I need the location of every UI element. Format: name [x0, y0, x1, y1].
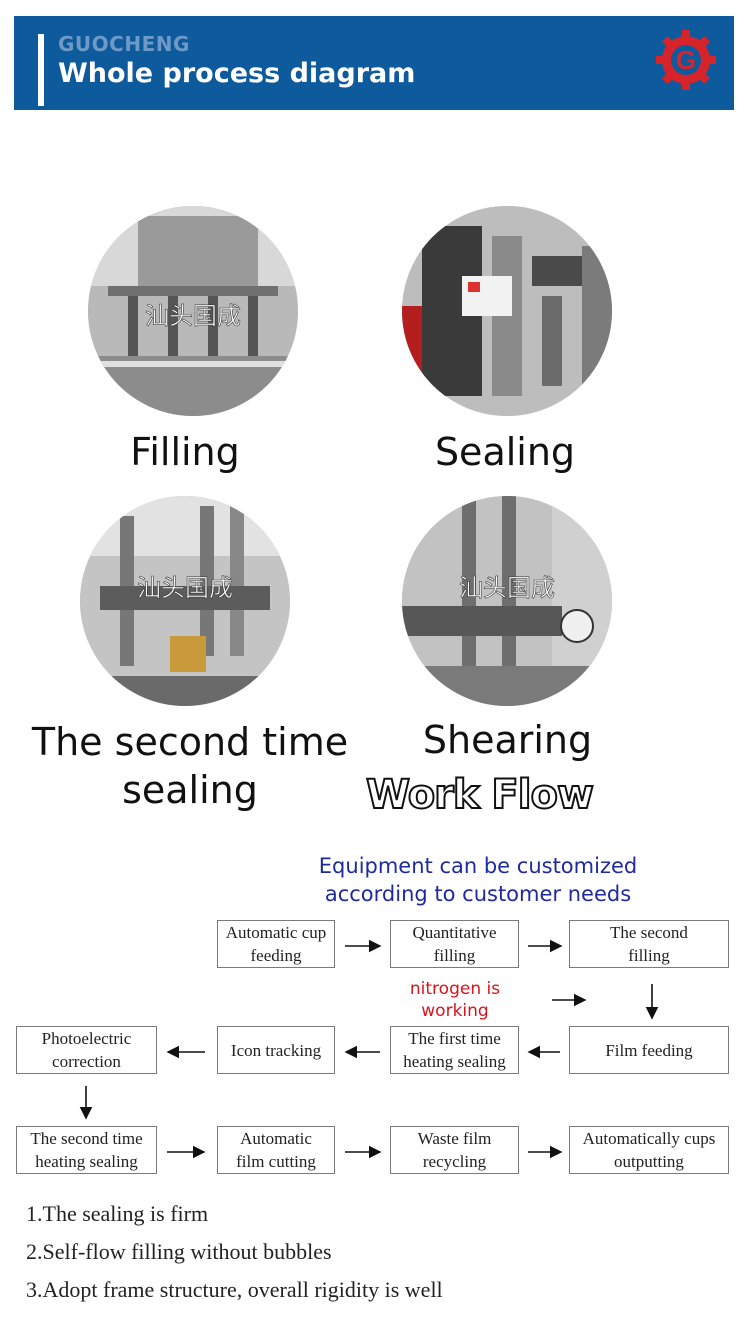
- flow-step-film-feeding: Film feeding: [569, 1026, 729, 1074]
- second-sealing-photo: 汕头国成: [80, 496, 290, 706]
- workflow-title: Work Flow: [365, 771, 595, 819]
- feature-item: 3.Adopt frame structure, overall rigidit…: [26, 1277, 443, 1302]
- filling-photo: 汕头国成: [88, 206, 298, 416]
- feature-item: 2.Self-flow filling without bubbles: [26, 1239, 332, 1264]
- shearing-photo: 汕头国成: [402, 496, 612, 706]
- filling-label: Filling: [130, 430, 240, 474]
- photo-watermark: 汕头国成: [459, 574, 555, 602]
- nitrogen-note: nitrogen is working: [409, 979, 501, 1021]
- guocheng-gear-logo-icon: G: [656, 30, 716, 90]
- feature-item: 1.The sealing is firm: [26, 1201, 209, 1226]
- logo-letter: G: [676, 45, 696, 75]
- second-sealing-label: The second time sealing: [20, 718, 360, 814]
- feature-list: 1.The sealing is firm 2.Self-flow fillin…: [26, 1200, 443, 1314]
- accent-bar: [38, 34, 44, 106]
- sealing-label: Sealing: [434, 430, 576, 474]
- second-sealing-label-line-2: sealing: [122, 768, 258, 812]
- customization-note-line-1: Equipment can be customized: [318, 854, 638, 878]
- second-sealing-label-line-1: The second time: [31, 720, 349, 764]
- page-title: Whole process diagram: [58, 58, 416, 89]
- photo-watermark: 汕头国成: [137, 574, 233, 602]
- shearing-label: Shearing: [422, 718, 593, 762]
- photo-watermark: 汕头国成: [145, 302, 241, 330]
- customization-note-line-2: according to customer needs: [324, 882, 632, 906]
- flow-step-icon-tracking: Icon tracking: [217, 1026, 335, 1074]
- customization-note: Equipment can be customized according to…: [268, 852, 688, 908]
- header-banner: GUOCHENG Whole process diagram G: [14, 16, 734, 110]
- brand-name: GUOCHENG: [58, 32, 190, 56]
